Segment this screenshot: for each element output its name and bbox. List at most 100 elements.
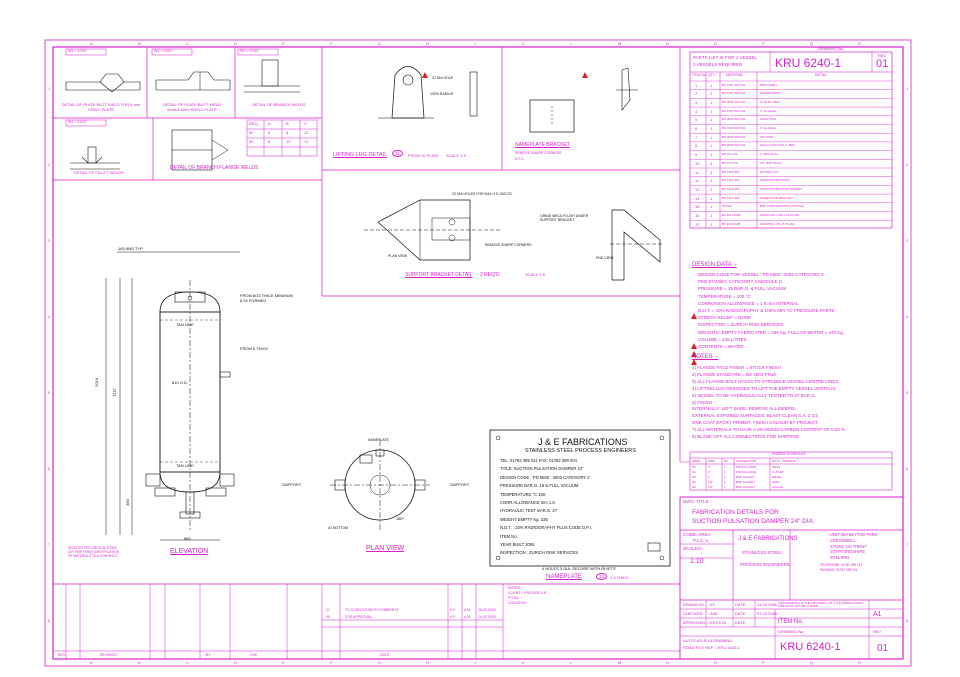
note-line: 8) BLANK OFF ALL CONNECTIONS FOR SHIPPIN… xyxy=(692,434,800,439)
note-line: 1) FLANGE FACE FINISH = STOCK FINISH xyxy=(692,365,781,370)
nameplate-caption-note: 1.5 THICK xyxy=(610,575,629,580)
nozzle-cell: DRAIN xyxy=(772,475,782,479)
parts-row-item: 1 xyxy=(695,82,698,88)
title-block xyxy=(679,496,903,659)
support-bracket-scale: SCALE 1:5 xyxy=(525,272,545,277)
design-data-line: WEIGHTS: EMPTY FABRICATED = 335 Kg. FULL… xyxy=(698,329,844,335)
revision-header: REVISION xyxy=(100,653,117,657)
elevation-diameter: 610 O.D. xyxy=(172,380,189,385)
parts-row-qty: 1 xyxy=(710,195,713,201)
nameplate-line: N.D.T. : 10% RADIOGRAPHY PLUS CODE D.P.I… xyxy=(500,525,592,531)
plan-view-support-left: SUPPORT xyxy=(282,482,302,487)
design-data-line: PRESSURE = 15 BAR.G. & FULL VACUUM xyxy=(698,286,787,292)
drawn-by-label: DRAWN BY xyxy=(683,602,705,607)
parts-row-qty: 1 xyxy=(710,117,713,123)
nozzle-cell: N1 xyxy=(692,465,696,469)
grid-col-label: R xyxy=(858,660,861,665)
nozzle-cell: N5 xyxy=(692,485,696,489)
parts-row-detail: DISHED ENDS xyxy=(760,91,781,96)
drawn-date-label: DATE xyxy=(735,602,746,607)
parts-row-material: BS 1449 316 xyxy=(722,186,740,191)
plan-view-nameplate: NAMEPLATE xyxy=(368,438,389,442)
support-bracket-qty: 2 REQ'D xyxy=(480,272,500,278)
nameplate-line: WEIGHT EMPTY Kg. 335 xyxy=(500,516,548,522)
client-note-line: CLIENT = KRUGER U.K. xyxy=(508,591,548,595)
grid-col-label: C xyxy=(186,660,189,665)
parts-row-material: BS 3605 316 S31 xyxy=(722,117,746,122)
approved-date-label: DATE xyxy=(735,620,746,625)
nameplate-drawing xyxy=(489,429,671,567)
grid-col-label: R xyxy=(858,41,861,46)
approved-label: APPROVED xyxy=(683,620,706,625)
grid-col-label: L xyxy=(570,660,573,665)
drawing-no-label: DRAWING No xyxy=(818,46,844,51)
lug-and-bracket-panels xyxy=(322,47,681,462)
nozzle-header: No xyxy=(724,459,728,463)
grid-col-label: P xyxy=(762,660,765,665)
grid-row-label: 6 xyxy=(48,466,51,471)
grid-row-label: 7 xyxy=(906,542,909,547)
design-data-line: STRESS RELIEF = NONE xyxy=(698,315,752,321)
address-line: STAFFORDSHIRE xyxy=(830,549,866,555)
outer-border xyxy=(44,39,912,667)
support-bracket-gusset: GRIND WELD FLUSH UNDER SUPPORT BRACKET xyxy=(540,214,589,222)
parts-row-item: 10 xyxy=(695,160,700,166)
nameplate-company: J & E FABRICATIONS xyxy=(538,437,628,447)
grid-row-label: 5 xyxy=(906,390,909,395)
weld-table-cell: 8 xyxy=(286,130,289,135)
nozzle-cell: 1 xyxy=(724,485,726,489)
nameplate-line: TEL: 01782 399 011 FAX: 01782 399 004 xyxy=(500,458,577,463)
weld-table-cell: 12 xyxy=(304,139,309,144)
nozzle-cell: 1 xyxy=(724,465,726,469)
grid-row-label: 6 xyxy=(906,466,909,471)
parts-row-qty: 1 xyxy=(710,126,713,131)
company-name: J & E FABRICATIONS xyxy=(738,536,798,542)
drawn-date: 24.02.2006 xyxy=(757,602,778,607)
nozzle-cell: BSP SOCKET xyxy=(736,485,756,489)
support-plan-view-caption: PLAN VIEW xyxy=(388,254,408,258)
grid-col-label: M xyxy=(618,41,621,46)
checked-by-value: A/M xyxy=(710,611,718,616)
inner-border xyxy=(52,46,904,660)
rev-label: REV xyxy=(878,53,887,58)
parts-row-item: 12 xyxy=(695,178,700,184)
address-line: STOKE ON TRENT xyxy=(830,543,867,549)
revision-header: REV xyxy=(58,653,66,657)
nozzle-header: CONNECTION xyxy=(736,459,757,463)
parts-row-material: BS 1501 316 S31 xyxy=(722,91,746,96)
parts-row-detail: 3" FLANGE xyxy=(760,108,776,113)
vessel-elevation-drawing xyxy=(105,251,240,541)
weld-table-header: B xyxy=(286,121,289,126)
elevation-dim-base: 380 xyxy=(124,499,130,506)
nozzle-cell: OUTLET xyxy=(772,470,784,474)
notes-title: NOTES :- xyxy=(692,354,719,360)
parts-row-item: 4 xyxy=(695,108,698,114)
item-no-label: ITEM No. xyxy=(778,619,804,625)
contact-line: FAX/MAIL: 01782 399 004 xyxy=(820,568,858,572)
grid-row-label: 1 xyxy=(906,86,909,91)
revision-date: 24.02.2006 xyxy=(478,615,496,619)
weld-table-cell: 80 xyxy=(249,130,254,135)
grid-col-label: H xyxy=(426,660,429,665)
address-line: UNIT 25A BLYTHE PARK xyxy=(830,532,878,537)
parts-row-qty: 2 xyxy=(710,160,713,166)
nozzle-header: SIZE xyxy=(708,459,715,463)
plan-view-support-right: SUPPORT xyxy=(450,482,470,487)
grid-col-label: F xyxy=(330,660,333,665)
note-line: ONE COAT EPOXY PRIMER. FINISH COLOUR BY … xyxy=(692,420,818,426)
design-data-line: INSPECTION = ZURICH RISK SERVICES xyxy=(698,322,784,328)
parts-row-material: STOCK xyxy=(722,204,733,209)
parts-row-detail: SUPPORT BRACKET xyxy=(760,178,790,183)
lifting-lug-title: LIFTING LUG DETAIL xyxy=(333,152,388,158)
scales-label: SCALES:- xyxy=(683,546,704,551)
grid-row-label: 4 xyxy=(48,314,51,319)
revision-table xyxy=(53,583,680,659)
revision-header: CHK xyxy=(250,653,258,657)
revision-by: K.F. xyxy=(450,615,457,619)
parts-row-qty: 1 xyxy=(710,99,713,105)
revision-desc: FOR APPROVAL xyxy=(345,615,372,619)
weld-table-header: C xyxy=(304,121,307,126)
parts-row-detail: 1" BSP PLUG xyxy=(760,152,779,157)
revision-rev: 01 xyxy=(326,608,330,612)
